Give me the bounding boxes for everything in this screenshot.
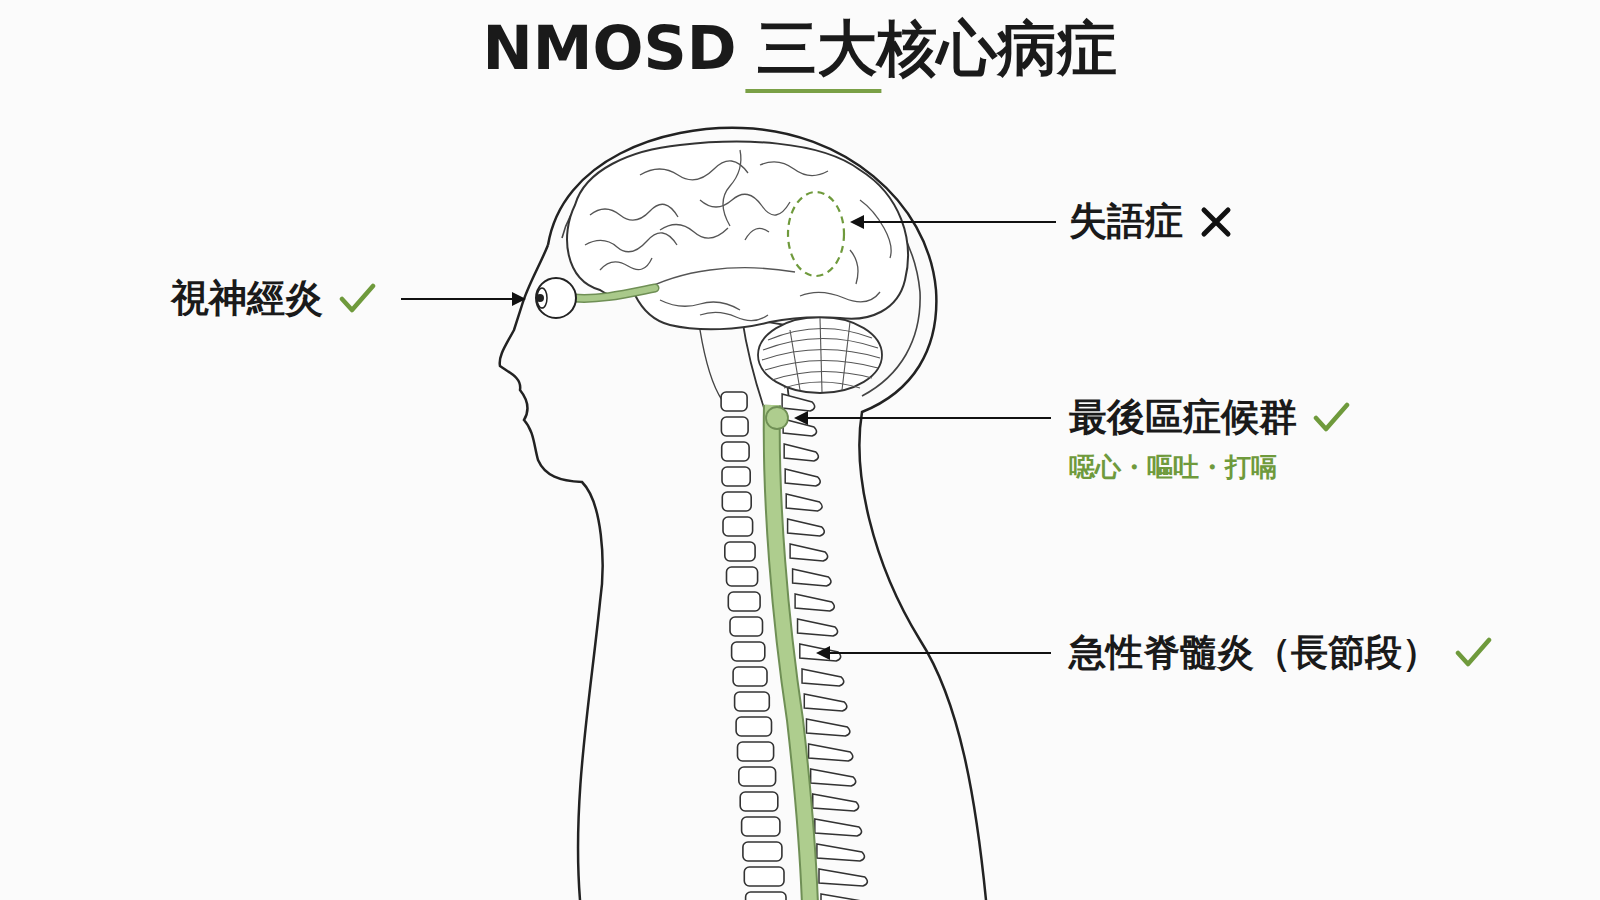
vertebral-body [732, 642, 765, 661]
spinous-process [815, 819, 862, 836]
spinous-process [798, 619, 838, 636]
check-mark [339, 282, 377, 316]
skull-base-line [700, 330, 722, 400]
vertebral-body [733, 667, 767, 686]
diagram-title: NMOSD 三大核心病症 [0, 12, 1600, 84]
check-mark [1313, 401, 1351, 435]
title-underline [745, 89, 881, 93]
leader-line [806, 417, 1051, 419]
leader-line [401, 298, 514, 300]
iris [537, 288, 547, 308]
vertebral-body [735, 692, 770, 711]
spinous-process [785, 469, 820, 486]
condition-label: 急性脊髓炎（長節段） [1069, 631, 1439, 675]
spinous-process [795, 594, 834, 611]
cerebellum-folia [762, 318, 880, 392]
spinous-process [817, 844, 865, 861]
eyeball [536, 278, 576, 318]
spinous-process [788, 519, 825, 536]
face-outline [500, 245, 603, 900]
vertebral-body [730, 617, 763, 636]
language-area [788, 192, 844, 276]
vertebral-column [721, 392, 870, 900]
brain [567, 142, 908, 330]
leader-line [862, 221, 1056, 223]
vertebral-body [742, 817, 780, 836]
vertebral-body [721, 417, 748, 436]
area-postrema [766, 407, 788, 429]
vertebral-body [736, 717, 771, 736]
spinous-process [793, 569, 831, 586]
spinous-process [807, 719, 850, 736]
vertebral-body [740, 792, 778, 811]
optic-nerve-outline [574, 288, 655, 298]
vertebral-body [723, 517, 753, 536]
vertebral-body [722, 492, 751, 511]
vertebral-body [727, 567, 758, 586]
arrow-head [850, 215, 864, 229]
vertebral-body [744, 867, 784, 886]
vertebral-body [722, 467, 750, 486]
spinous-process [782, 394, 815, 411]
spinal-cord [772, 405, 810, 900]
vertebral-body [725, 542, 755, 561]
spinal-cord-outline [772, 405, 810, 900]
cerebellum [758, 317, 882, 393]
arrow-head [512, 292, 526, 306]
spinous-process [784, 444, 818, 461]
spinous-process [809, 744, 853, 761]
spinous-process [786, 494, 822, 511]
arrow-head [794, 411, 808, 425]
spinous-process [821, 894, 870, 900]
condition-label: 失語症 [1069, 199, 1183, 245]
spinous-process [813, 794, 859, 811]
spinous-process [790, 544, 828, 561]
arrow-head [816, 646, 830, 660]
leader-line [828, 652, 1051, 654]
vertebral-body [738, 742, 774, 761]
vertebral-body [739, 767, 776, 786]
symptom-note: 噁心・嘔吐・打嗝 [1069, 452, 1277, 483]
leader-arrows [401, 215, 1056, 660]
vertebral-body [743, 842, 782, 861]
pupil [536, 294, 544, 302]
cross-mark [1199, 205, 1233, 239]
condition-label: 最後區症候群 [1069, 395, 1297, 441]
spinous-process [804, 694, 847, 711]
skull-line [562, 142, 920, 396]
vertebral-body [746, 892, 786, 900]
vertebral-body [728, 592, 760, 611]
optic-nerve [574, 288, 655, 298]
vertebral-body [721, 392, 747, 411]
spinous-process [811, 769, 856, 786]
check-mark [1455, 636, 1493, 670]
vertebral-body [722, 442, 749, 461]
condition-label: 視神經炎 [171, 276, 323, 322]
spinous-process [819, 869, 867, 886]
spinous-process [802, 669, 844, 686]
